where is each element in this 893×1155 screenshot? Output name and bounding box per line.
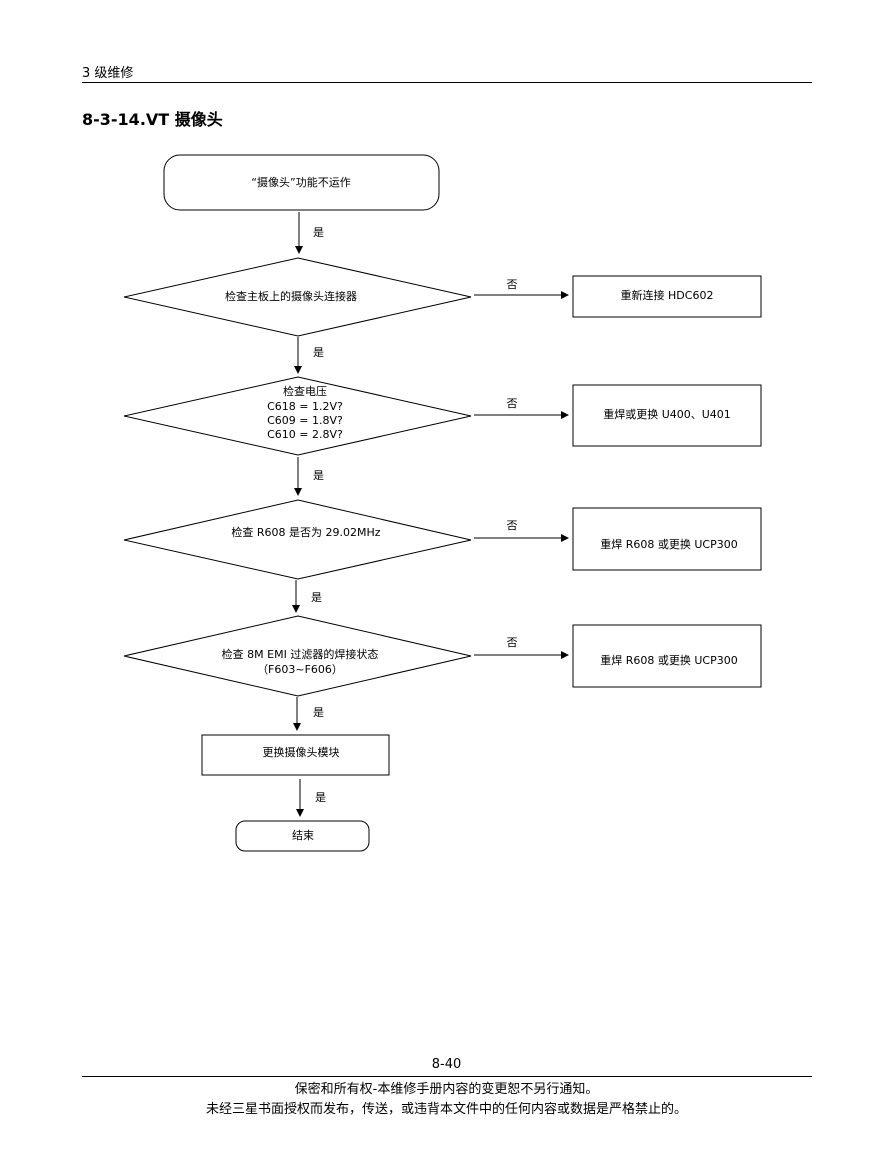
decision-4-line-1: 检查 8M EMI 过滤器的焊接状态	[222, 647, 379, 661]
decision-1-diamond	[123, 257, 472, 337]
process-box-label: 更换摄像头模块	[263, 745, 340, 759]
page-number: 8-40	[431, 1057, 462, 1072]
decision-4-diamond	[123, 615, 472, 697]
decision-3-diamond	[123, 499, 472, 580]
action-box-1	[572, 275, 762, 318]
decision-3-label: 检查 R608 是否为 29.02MHz	[231, 525, 380, 539]
process-box	[201, 734, 390, 776]
footer-confidentiality-notice: 保密和所有权-本维修手册内容的变更恕不另行通知。	[294, 1082, 599, 1097]
footer-rule	[82, 1076, 812, 1077]
start-terminal-label: “摄像头”功能不运作	[251, 175, 350, 189]
no-label-1: 否	[507, 278, 518, 291]
yes-label-3: 是	[313, 469, 324, 482]
start-terminal	[163, 154, 440, 211]
end-terminal	[235, 820, 370, 852]
decision-2-line-4: C610 = 2.8V?	[267, 428, 343, 441]
decision-2-diamond	[123, 376, 472, 456]
action-box-2	[572, 384, 762, 447]
decision-2-line-3: C609 = 1.8V?	[267, 414, 343, 427]
yes-label-2: 是	[313, 346, 324, 359]
footer-copyright-notice: 未经三星书面授权而发布，传送，或违背本文件中的任何内容或数据是严格禁止的。	[205, 1102, 687, 1117]
end-terminal-label: 结束	[292, 829, 314, 842]
header-section-label: 3 级维修	[82, 66, 134, 81]
decision-2-line-2: C618 = 1.2V?	[267, 400, 343, 413]
decision-4-line-2: （F603~F606）	[257, 663, 343, 676]
decision-1-label: 检查主板上的摄像头连接器	[225, 289, 357, 303]
action-box-4	[572, 624, 762, 688]
yes-label-6: 是	[315, 791, 326, 804]
yes-label-1: 是	[313, 226, 324, 239]
action-box-3	[572, 507, 762, 571]
no-label-2: 否	[507, 397, 518, 410]
action-box-3-label: 重焊 R608 或更换 UCP300	[600, 537, 738, 551]
decision-2-line-1: 检查电压	[283, 384, 327, 398]
action-box-1-label: 重新连接 HDC602	[621, 288, 714, 302]
action-box-4-label: 重焊 R608 或更换 UCP300	[600, 653, 738, 667]
header-rule	[82, 82, 812, 83]
no-label-4: 否	[507, 636, 518, 649]
page-title: 8-3-14.VT 摄像头	[82, 110, 223, 129]
yes-label-4: 是	[311, 591, 322, 604]
action-box-2-label: 重焊或更换 U400、U401	[603, 407, 731, 421]
no-label-3: 否	[507, 519, 518, 532]
yes-label-5: 是	[313, 706, 324, 719]
